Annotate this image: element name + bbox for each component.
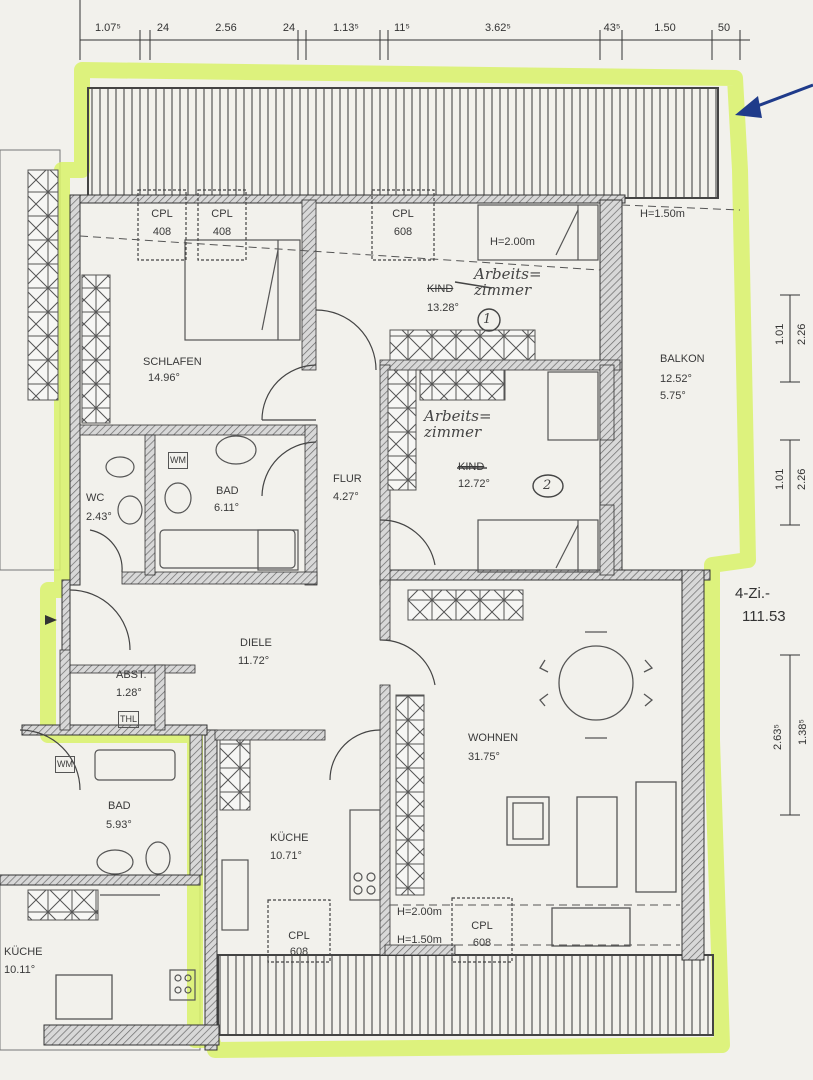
room-bad1-area: 6.11° — [214, 502, 239, 514]
apartment-area: 111.53 — [742, 608, 786, 625]
room-kind1-area: 13.28° — [427, 302, 459, 314]
room-kuche2-name: KÜCHE — [4, 946, 43, 958]
height-kind1: H=2.00m — [490, 236, 535, 248]
room-abst-name: ABST. — [116, 669, 147, 681]
room-kind2-area: 12.72° — [458, 478, 490, 490]
right-dimensions — [780, 294, 800, 816]
room-diele-name: DIELE — [240, 637, 272, 649]
dim-top-9: 1.50 — [654, 22, 676, 34]
room-wohnen-name: WOHNEN — [468, 732, 519, 744]
dim-top-6: 11⁵ — [394, 22, 410, 34]
cpl-608c-num: 608 — [472, 937, 492, 949]
room-schlafen-area: 14.96° — [148, 372, 180, 384]
cpl-408b-label: CPL — [211, 208, 233, 220]
room-kuche1-area: 10.71° — [270, 850, 302, 862]
room-flur-area: 4.27° — [333, 491, 359, 503]
room-bad1-name: BAD — [216, 485, 239, 497]
room-wohnen-area: 31.75° — [468, 751, 500, 763]
dim-right-3b: 1.38⁵ — [797, 719, 809, 745]
room-wc-area: 2.43° — [86, 511, 112, 523]
cpl-608c-label: CPL — [471, 920, 493, 932]
dim-right-1a: 1.01 — [774, 323, 786, 345]
room-bad2-name: BAD — [108, 800, 131, 812]
apartment-type: 4-Zi.- — [735, 585, 770, 602]
living-furniture — [55, 631, 677, 1020]
room-wc-name: WC — [86, 492, 105, 504]
dim-top-4: 24 — [282, 22, 296, 34]
room-kind2-note: Arbeits= zimmer — [424, 407, 492, 441]
top-dimension-line — [79, 0, 750, 60]
room-bad2-area: 5.93° — [106, 819, 132, 831]
room-kind1-note: Arbeits= zimmer — [474, 265, 542, 299]
cpl-608b-num: 608 — [289, 946, 309, 958]
kitchen-fittings — [100, 809, 381, 1001]
beds — [184, 204, 599, 573]
room-diele-area: 11.72° — [238, 655, 270, 667]
room-balkon-area2: 5.75° — [660, 390, 686, 402]
dim-right-1b: 2.26 — [796, 323, 808, 345]
dim-top-3: 2.56 — [215, 22, 237, 34]
interior-walls — [59, 199, 621, 956]
cpl-608a-num: 608 — [393, 226, 413, 238]
door-swings — [19, 309, 436, 791]
dim-top-1: 1.07⁵ — [95, 22, 121, 34]
room-kind1-marker: 1 — [483, 312, 492, 327]
room-kind1-name: KIND — [427, 283, 454, 295]
cpl-408a-num: 408 — [152, 226, 172, 238]
room-schlafen-name: SCHLAFEN — [143, 356, 202, 368]
dim-top-8: 43⁵ — [603, 22, 621, 34]
entrance-arrow-icon — [45, 615, 57, 625]
bottom-balcony-rail — [217, 954, 714, 1036]
room-kuche1-name: KÜCHE — [270, 832, 309, 844]
pointer-arrow — [735, 83, 813, 118]
room-kuche2-area: 10.11° — [4, 964, 36, 976]
dim-top-7: 3.62⁵ — [485, 22, 511, 34]
roof-slope-lines — [79, 204, 741, 946]
room-kind2-name: KIND — [458, 461, 485, 473]
wardrobes — [27, 169, 536, 921]
cpl-boxes — [137, 189, 513, 963]
dim-top-5: 1.13⁵ — [333, 22, 359, 34]
room-balkon-name: BALKON — [660, 353, 705, 365]
sanitary — [94, 435, 299, 875]
cpl-608b-label: CPL — [288, 930, 310, 942]
room-abst-area: 1.28° — [116, 687, 142, 699]
cpl-408b-num: 408 — [212, 226, 232, 238]
dim-top-2: 24 — [156, 22, 170, 34]
dim-top-10: 50 — [717, 22, 731, 34]
room-kind2-marker: 2 — [543, 478, 552, 493]
dryer-label: THL — [118, 711, 140, 728]
height-balkon: H=1.50m — [640, 208, 685, 220]
dim-right-3a: 2.63⁵ — [772, 724, 784, 750]
washing-machine-icon-2: WM — [55, 756, 75, 773]
cpl-408a-label: CPL — [151, 208, 173, 220]
washing-machine-icon: WM — [168, 452, 188, 469]
dim-right-2b: 2.26 — [796, 468, 808, 490]
room-balkon-area1: 12.52° — [660, 373, 692, 385]
dim-right-2a: 1.01 — [774, 468, 786, 490]
room-flur-name: FLUR — [333, 473, 362, 485]
top-balcony-rail — [87, 87, 719, 199]
height-wohnen-b: H=1.50m — [397, 934, 442, 946]
cpl-608a-label: CPL — [392, 208, 414, 220]
hand-marks — [454, 281, 564, 498]
height-wohnen-a: H=2.00m — [397, 906, 442, 918]
